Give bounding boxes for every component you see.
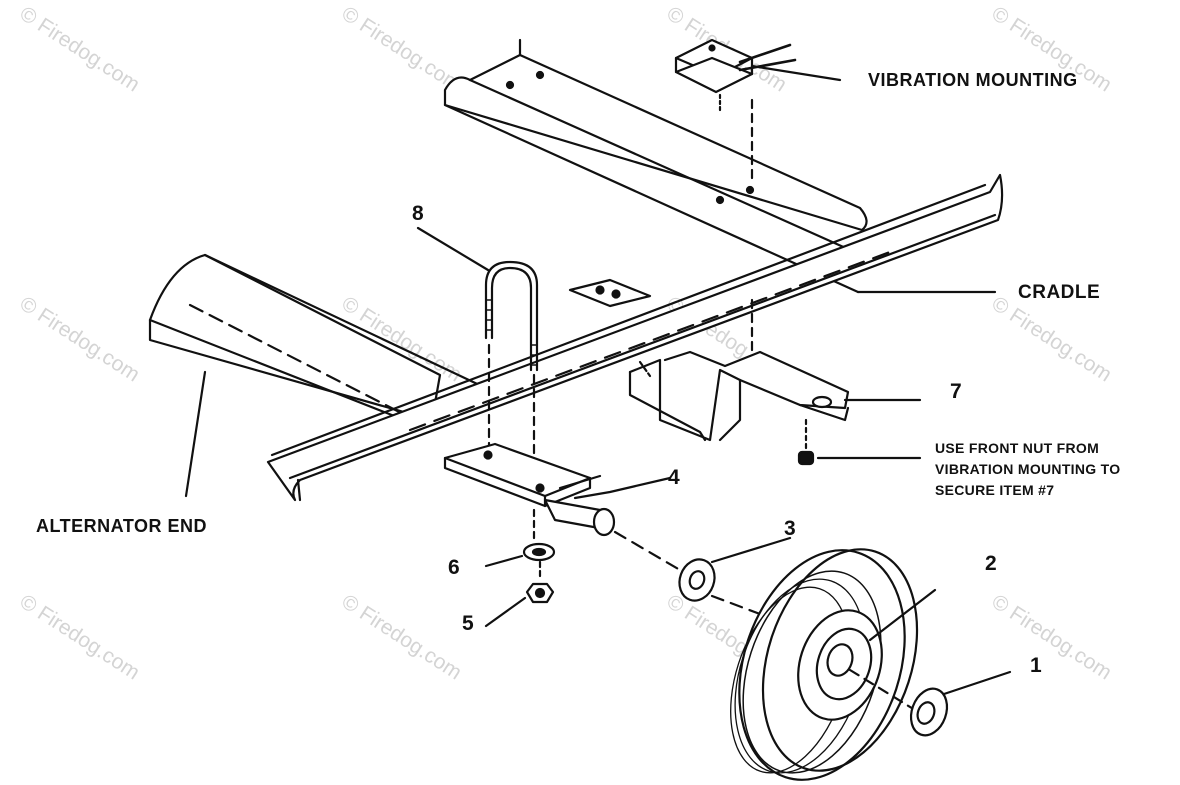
bracket-item-7 xyxy=(568,278,922,466)
callout-3: 3 xyxy=(784,517,796,540)
callout-1: 1 xyxy=(1030,654,1042,677)
callout-2: 2 xyxy=(985,552,997,575)
note-line: VIBRATION MOUNTING TO xyxy=(935,461,1121,477)
washer-item-3 xyxy=(678,536,792,616)
wheel-item-2 xyxy=(730,548,937,781)
label-vibration-mounting: VIBRATION MOUNTING xyxy=(868,70,1078,90)
hubcap-item-1 xyxy=(909,670,1012,737)
washer-item-6 xyxy=(484,508,556,568)
note-line: SECURE ITEM #7 xyxy=(935,482,1055,498)
u-bolt-item-8 xyxy=(416,226,539,472)
upper-rail xyxy=(443,38,997,294)
callout-6: 6 xyxy=(448,556,460,579)
callout-5: 5 xyxy=(462,612,474,635)
callout-8: 8 xyxy=(412,202,424,225)
leader-lines xyxy=(184,360,652,498)
axle-plate-item-4 xyxy=(443,442,682,572)
label-cradle: CRADLE xyxy=(1018,282,1101,303)
callout-7: 7 xyxy=(950,380,962,403)
label-alternator-end: ALTERNATOR END xyxy=(36,516,207,536)
callout-4: 4 xyxy=(668,466,680,489)
note-box: USE FRONT NUT FROM VIBRATION MOUNTING TO… xyxy=(935,438,1120,501)
lower-rail xyxy=(148,253,492,432)
cross-bar xyxy=(266,173,1004,502)
note-line: USE FRONT NUT FROM xyxy=(935,440,1100,456)
vibration-mounting xyxy=(674,38,842,182)
nut-item-5 xyxy=(484,560,555,628)
